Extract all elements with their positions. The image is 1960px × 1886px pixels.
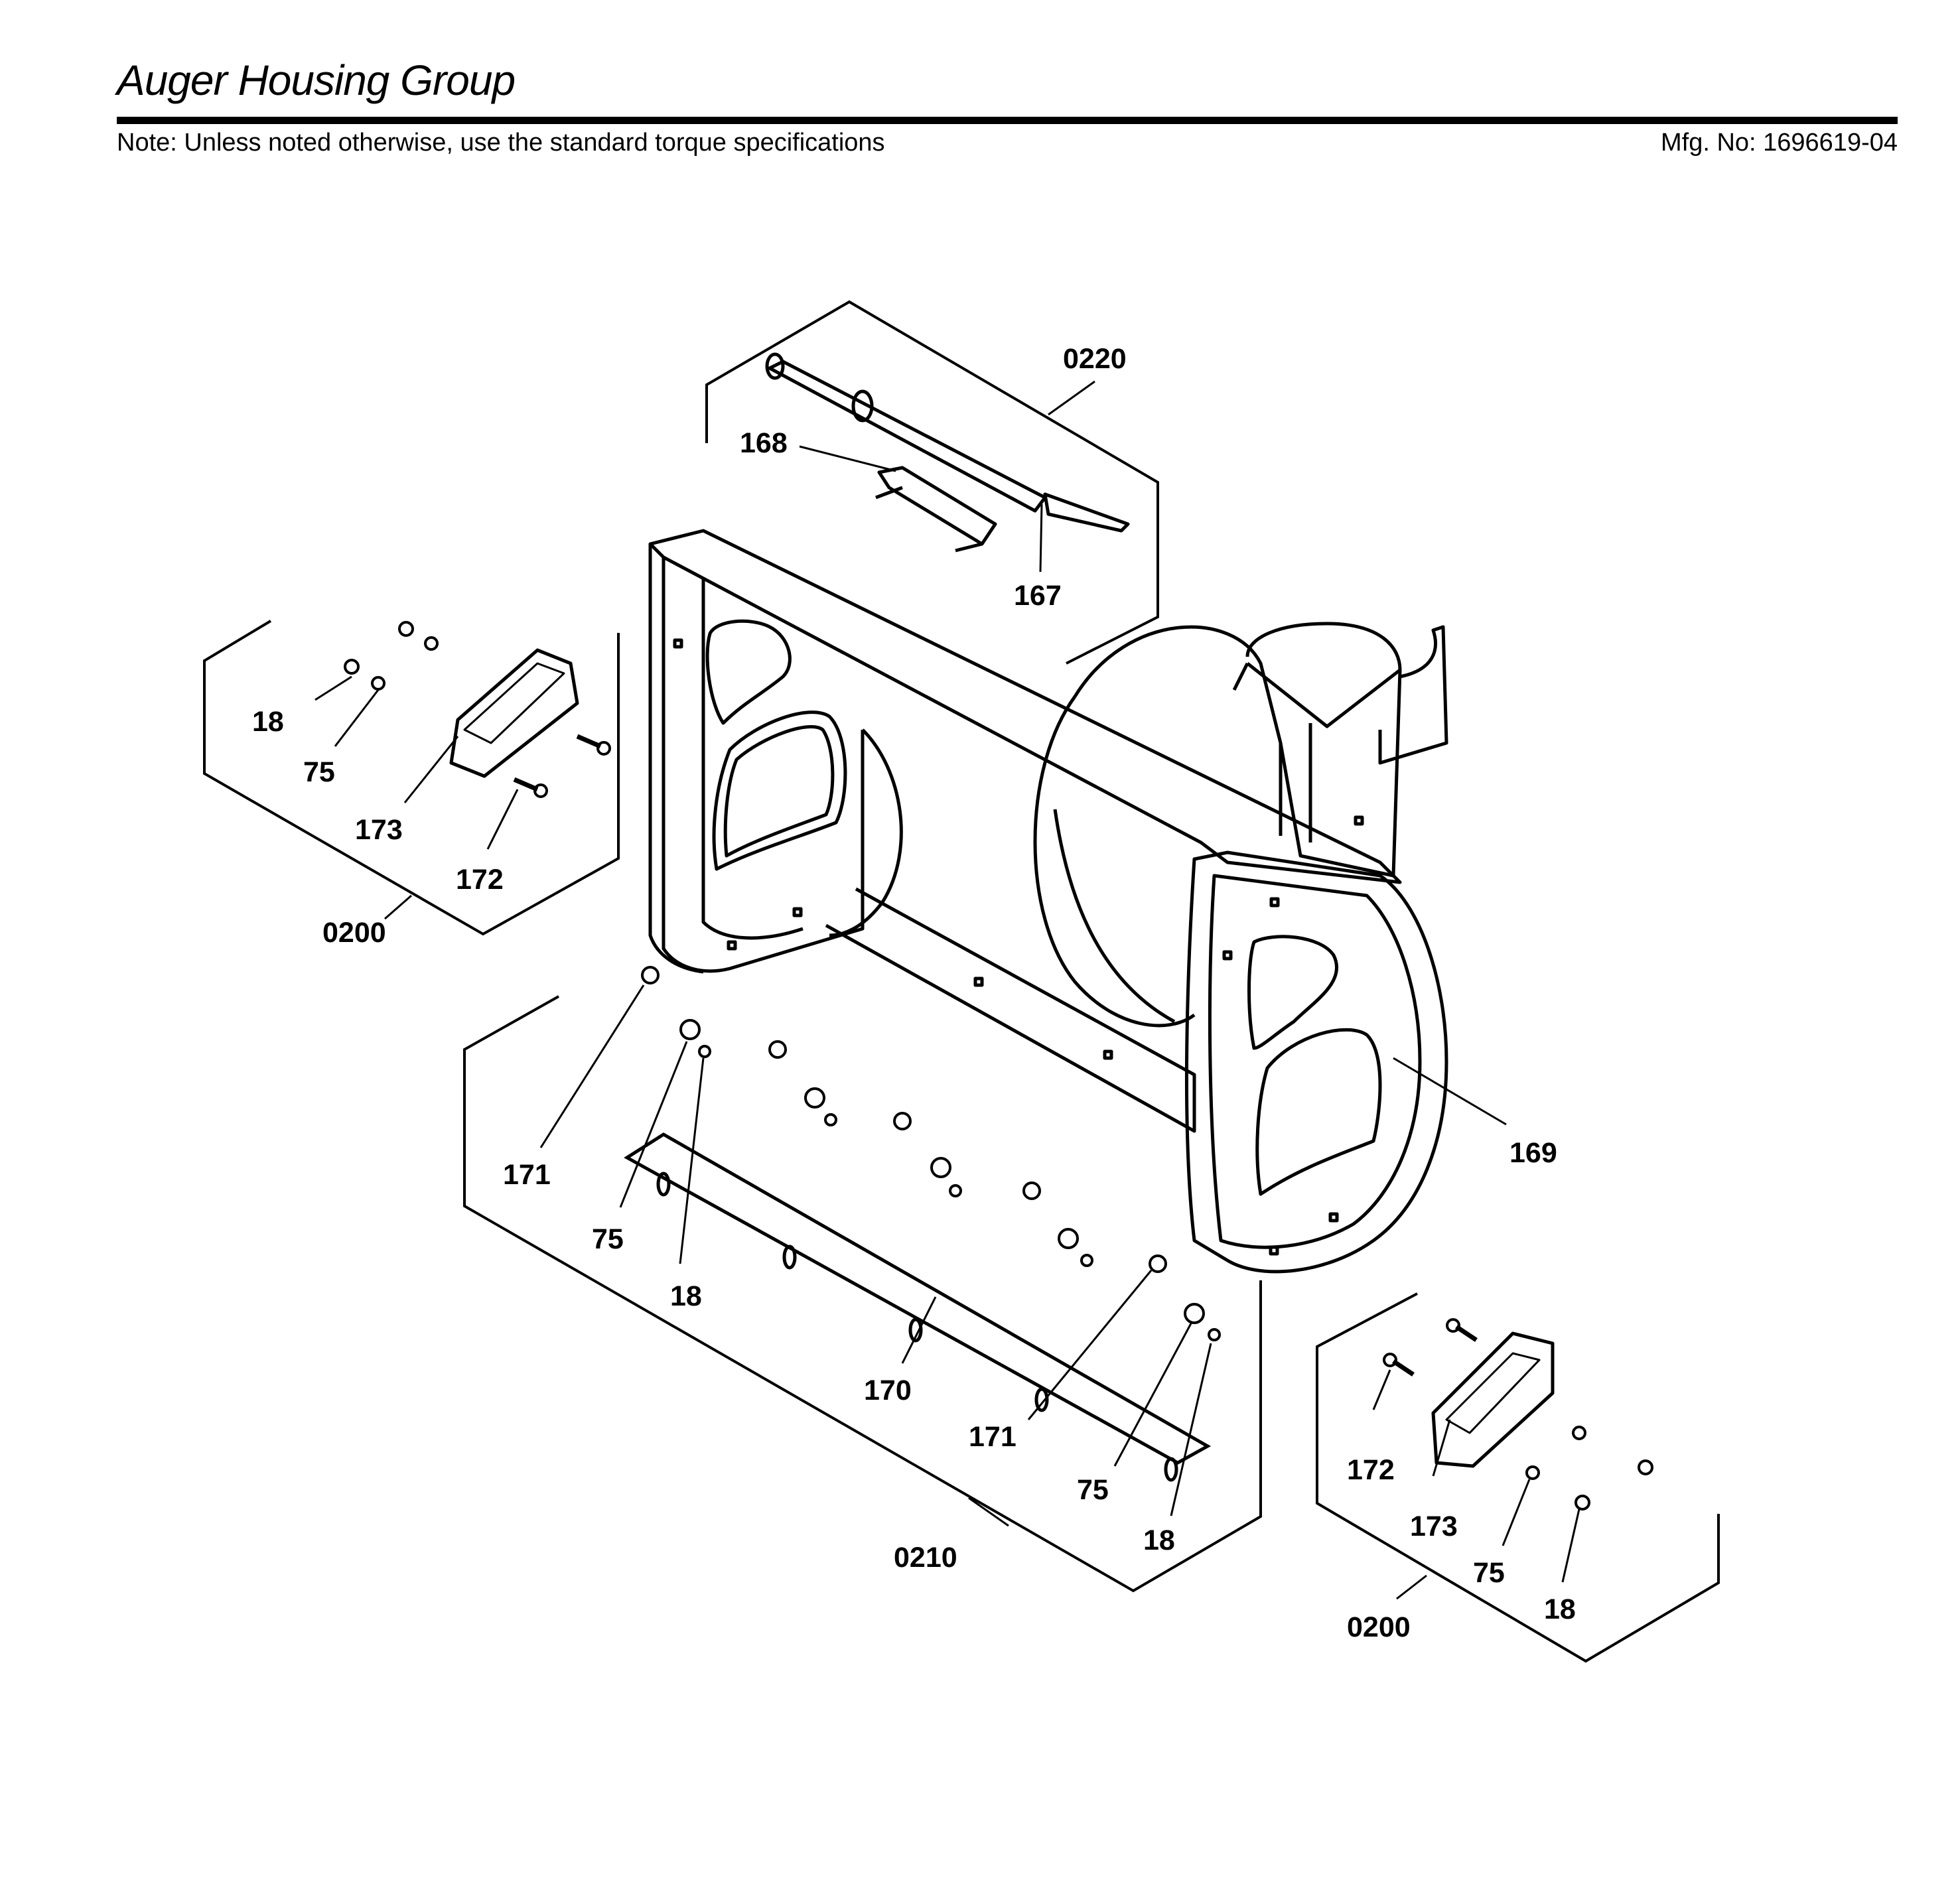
skid-shoe-right-173 (1431, 1331, 1555, 1468)
callout-0200-right: 0200 (1347, 1611, 1411, 1643)
hardware (344, 621, 1653, 1511)
callout-172-left: 172 (456, 864, 504, 896)
discharge-chute (1073, 625, 1402, 878)
front-frame (648, 529, 1402, 884)
skid-shoe-left-173 (449, 648, 579, 778)
bracket-0220 (705, 300, 1159, 665)
callout-75-mid-a: 75 (592, 1223, 624, 1255)
bottom-flange (825, 887, 1196, 1133)
bracket-0210 (463, 995, 1262, 1593)
callout-18-left: 18 (252, 706, 284, 738)
left-pocket-lower (712, 710, 847, 871)
callout-169: 169 (1509, 1137, 1557, 1169)
callout-18-right: 18 (1544, 1593, 1576, 1625)
callout-18-mid-a: 18 (670, 1280, 702, 1312)
group-brackets (203, 300, 1720, 1663)
right-pocket-upper (1247, 935, 1339, 1050)
callout-170: 170 (864, 1375, 912, 1406)
shave-plate-170 (624, 1132, 1212, 1482)
callout-171-b: 171 (969, 1421, 1016, 1453)
callout-0220: 0220 (1063, 343, 1127, 375)
cutter-bracket-168 (877, 466, 997, 546)
callout-171-a: 171 (503, 1159, 551, 1191)
header-rule (117, 117, 1898, 124)
callout-0200-left: 0200 (322, 917, 386, 949)
callout-173-left: 173 (355, 814, 403, 846)
left-pocket-upper (705, 619, 792, 725)
skid-shoes (449, 648, 1555, 1468)
auger-housing-169 (648, 529, 1448, 1274)
page-title: Auger Housing Group (117, 56, 516, 104)
callout-75-mid-b: 75 (1077, 1474, 1109, 1506)
right-side-plate (1184, 850, 1448, 1274)
leader-lines (315, 380, 1580, 1600)
callout-0210: 0210 (894, 1542, 957, 1574)
mfg-number: Mfg. No: 1696619-04 (1660, 129, 1898, 157)
callout-75-right: 75 (1473, 1557, 1505, 1589)
torque-note: Note: Unless noted otherwise, use the st… (117, 129, 885, 157)
callout-75-left: 75 (303, 756, 335, 788)
auger-drum (1033, 695, 1196, 1028)
drift-cutter-parts (765, 352, 1130, 553)
callout-167: 167 (1014, 580, 1062, 612)
right-pocket-lower (1255, 1028, 1382, 1196)
callout-168: 168 (740, 427, 788, 459)
callout-173-right: 173 (1410, 1511, 1458, 1542)
callout-172-right: 172 (1347, 1454, 1395, 1486)
bracket-0200-right (1316, 1292, 1720, 1663)
bracket-0200-left (203, 620, 620, 936)
callout-labels: 0220 168 167 18 75 173 172 0200 169 171 … (252, 343, 1576, 1643)
cutter-rod-167 (768, 360, 1047, 513)
callout-18-mid-b: 18 (1143, 1524, 1175, 1556)
